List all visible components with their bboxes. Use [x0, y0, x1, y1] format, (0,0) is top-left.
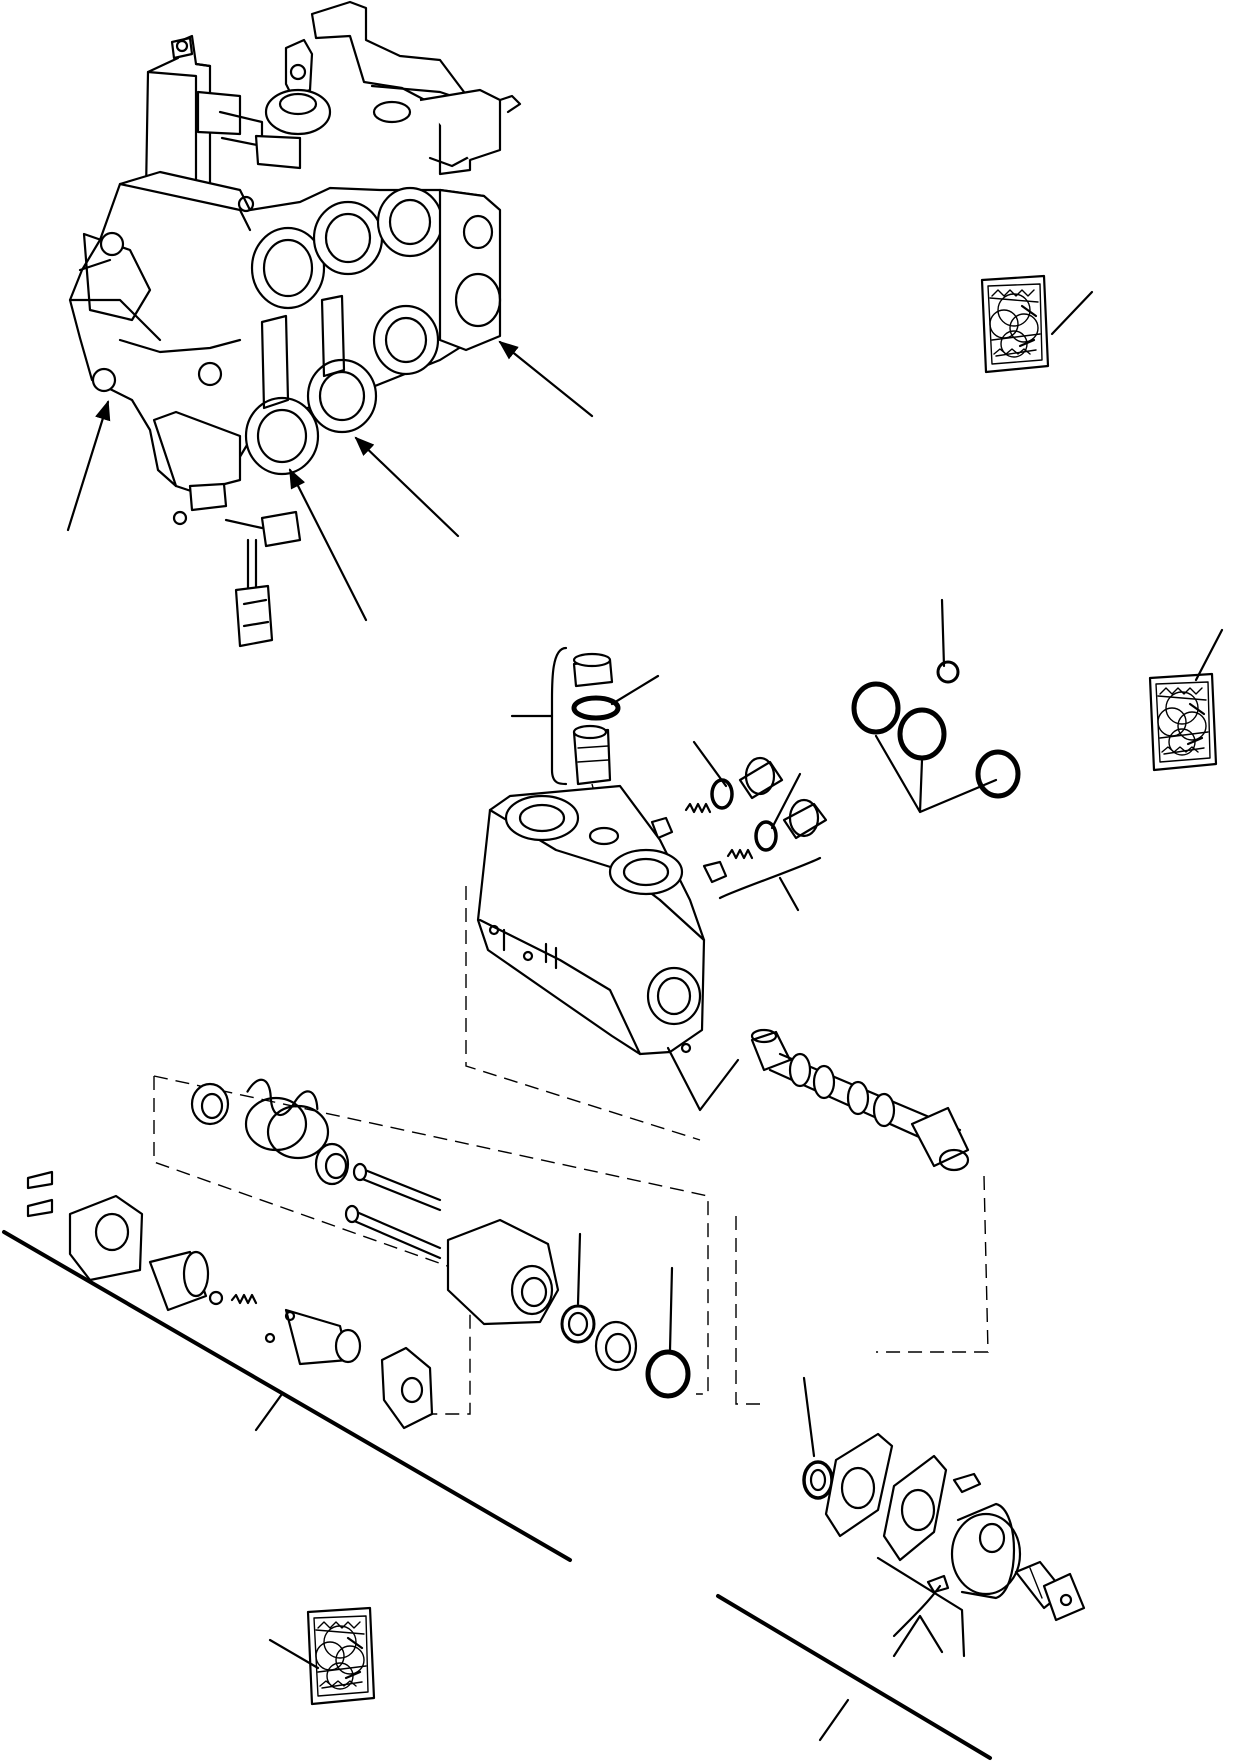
relief-valve-parts [510, 646, 660, 807]
seal-kit-icon [980, 274, 1094, 374]
check-valve-parts [650, 740, 828, 912]
valve-section-body [465, 784, 706, 1141]
lever-end-parts [716, 1216, 1086, 1760]
valve-assembly [66, 0, 594, 648]
seal-kit-icon [268, 1606, 376, 1706]
spool [666, 1028, 989, 1353]
spool-end-parts [2, 1075, 709, 1562]
o-ring-set [851, 598, 1021, 814]
seal-kit-icon [1148, 628, 1224, 772]
